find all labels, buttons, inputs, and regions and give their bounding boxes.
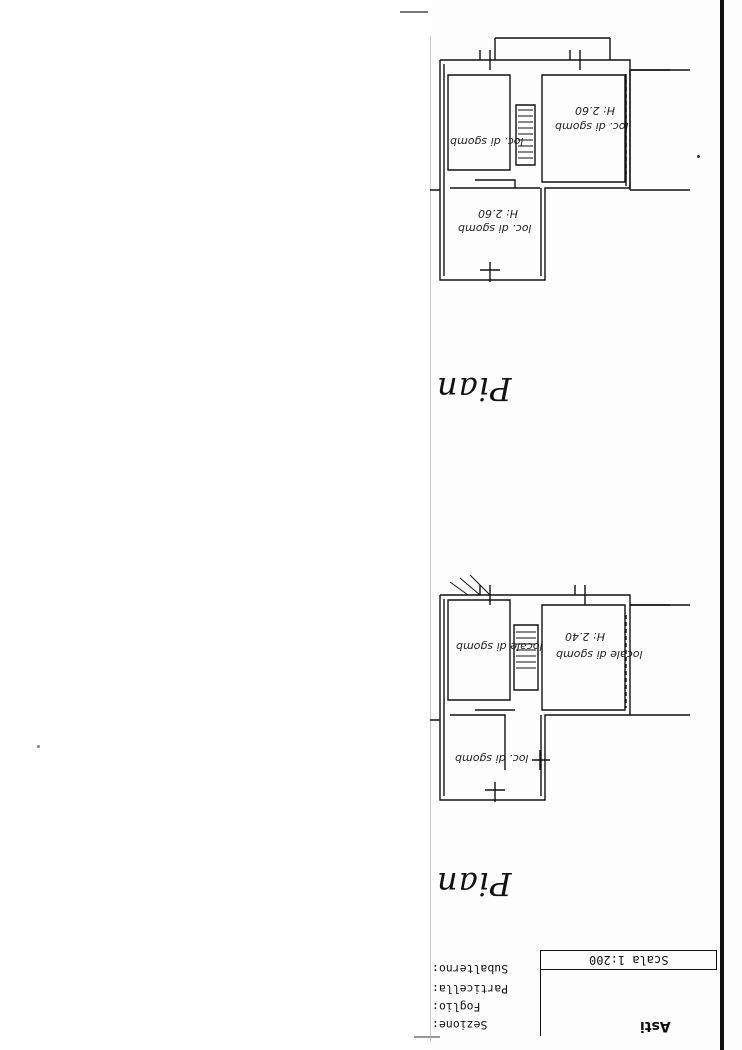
cadastral-info-box	[430, 950, 541, 1036]
scan-mark-top	[400, 11, 428, 13]
scale-box: Scala 1:200	[540, 950, 717, 970]
cadastral-field-subalterno: Subalterno:	[432, 962, 509, 976]
room-height: H: 2.60	[575, 104, 615, 117]
room-label: locale di sgomb	[456, 640, 543, 653]
scale-label: Scala 1:200	[588, 953, 669, 967]
fold-line	[430, 36, 431, 1041]
floor-plan-drawing	[430, 37, 690, 802]
room-label: locale di sgomb	[556, 648, 643, 661]
city-label: Asti	[640, 1018, 671, 1034]
page-border-right	[720, 0, 724, 1050]
scan-mark-bottom	[414, 1036, 440, 1038]
cadastral-field-sezione: Sezione:	[432, 1018, 488, 1032]
room-label: loc. di sgomb	[458, 222, 532, 235]
scan-speck	[37, 745, 40, 748]
floor-label: Pian	[436, 865, 512, 903]
room-label: loc. di sgomb	[455, 752, 529, 765]
cadastral-field-foglio: Foglio:	[432, 1000, 481, 1014]
floor-label: Pian	[436, 370, 512, 408]
room-label: loc. di sgomb	[450, 135, 524, 148]
scan-speck	[697, 155, 700, 158]
room-height: H: 2.40	[565, 630, 605, 643]
room-label: loc. di sgomb	[555, 120, 629, 133]
cadastral-field-particella: Particella:	[432, 982, 509, 996]
blank-margin	[0, 0, 430, 1050]
room-height: H: 2.60	[478, 207, 518, 220]
